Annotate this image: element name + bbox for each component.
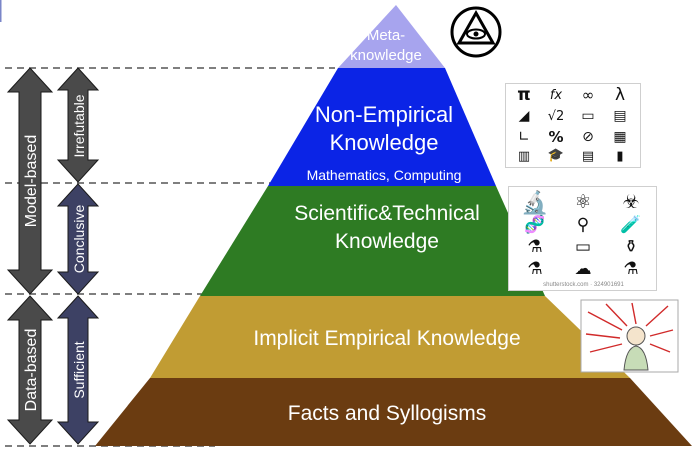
irrefutable-arrow: Irrefutable <box>56 67 100 183</box>
infinity-icon: ∞ <box>581 86 595 104</box>
cloud-icon: ☁ <box>574 259 592 279</box>
meta-label-line2: knowledge <box>350 47 422 64</box>
microscope-icon: 🔬 <box>521 191 549 216</box>
scientific-label-line2: Knowledge <box>335 230 439 253</box>
nonempirical-label-line1: Non-Empirical <box>315 102 453 127</box>
triangle-icon: ◢ <box>518 108 530 124</box>
facts-label: Facts and Syllogisms <box>288 402 486 425</box>
pyramid-layer-meta <box>338 5 445 68</box>
dna-icon: 🧬 <box>524 215 546 235</box>
nonempirical-sublabel: Mathematics, Computing <box>307 167 462 183</box>
sufficient-arrow: Sufficient <box>56 295 100 445</box>
data-based-label: Data-based <box>23 329 40 412</box>
graduation-cap-icon: 🎓 <box>547 148 565 163</box>
lambda-icon: λ <box>614 85 626 105</box>
model-based-arrow: Model-based <box>6 67 54 295</box>
chalkboard-icon: ▤ <box>581 149 595 164</box>
test-tube-rack-icon: ⚗ <box>623 259 639 279</box>
implicit-label: Implicit Empirical Knowledge <box>253 327 520 350</box>
model-based-label: Model-based <box>23 135 40 228</box>
bar-chart-icon: ▥ <box>517 149 531 164</box>
stock-credit: shutterstock.com · 324901691 <box>543 282 624 288</box>
irrefutable-label: Irrefutable <box>71 94 87 157</box>
science-icons-panel: 🔬 ⚛ ☣ 🧬 ⚲ 🧪 ⚗ ▭ ⚱ ⚗ ☁ ⚗ shutterstock.com… <box>508 186 657 291</box>
scientific-label-line1: Scientific&Technical <box>294 202 480 225</box>
function-icon: fx <box>549 88 563 103</box>
pyramid-layer-facts <box>95 378 692 446</box>
beaker-icon: ⚗ <box>527 259 543 279</box>
conclusive-label: Conclusive <box>71 205 87 274</box>
lab-screen-icon: ▭ <box>574 237 592 257</box>
eye-of-providence-icon <box>450 6 502 58</box>
dropper-icon: ⚗ <box>527 237 543 257</box>
book-icon: ▮ <box>616 149 624 164</box>
board-icon: ▭ <box>581 108 595 124</box>
nonempirical-label-line2: Knowledge <box>330 130 439 155</box>
calculator-icon: ▦ <box>613 129 627 145</box>
data-based-arrow: Data-based <box>6 295 54 445</box>
biohazard-icon: ☣ <box>622 191 640 213</box>
sufficient-label: Sufficient <box>71 341 87 398</box>
pyramid-layer-scientific <box>200 186 545 296</box>
pyramid-layer-nonempirical <box>268 68 496 186</box>
atom-icon: ⚛ <box>574 191 592 213</box>
percent-icon: % <box>548 128 564 146</box>
magnifier-icon: ⚲ <box>576 215 590 235</box>
flask-icon: ⚱ <box>623 237 639 257</box>
chart-icon: ▤ <box>613 108 627 124</box>
person-thinking-illustration <box>580 299 679 373</box>
sqrt-icon: √2 <box>547 109 565 124</box>
protractor-icon: ⊘ <box>582 129 594 145</box>
pi-icon: π <box>517 85 531 105</box>
conclusive-arrow: Conclusive <box>56 183 100 295</box>
pyramid-layer-implicit <box>150 296 630 378</box>
test-tube-icon: 🧪 <box>620 215 642 235</box>
math-icons-panel: π fx ∞ λ ◢ √2 ▭ ▤ ∟ % ⊘ ▦ ▥ 🎓 ▤ ▮ <box>505 83 641 168</box>
meta-label-line1: Meta- <box>367 27 405 44</box>
graph-icon: ∟ <box>518 129 530 145</box>
